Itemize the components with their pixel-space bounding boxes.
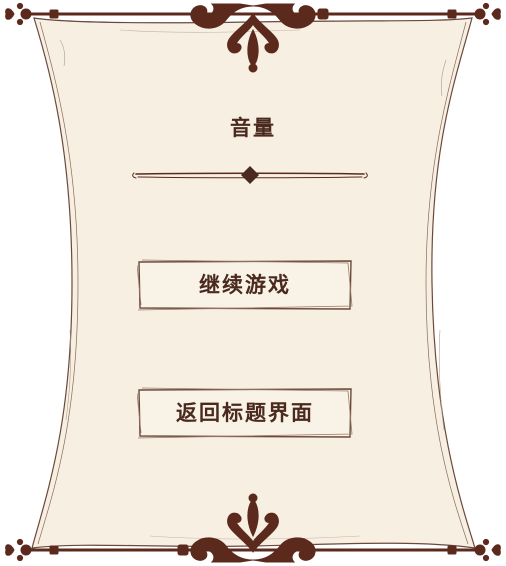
- volume-slider[interactable]: [130, 160, 370, 190]
- flourish-scroll-icon: [190, 3, 316, 73]
- flourish-scroll-icon: [190, 493, 316, 563]
- continue-game-label: 继续游戏: [199, 273, 291, 297]
- diamond-icon[interactable]: [241, 166, 259, 184]
- continue-game-button[interactable]: 继续游戏: [137, 259, 353, 311]
- return-title-label: 返回标题界面: [176, 401, 314, 425]
- volume-label: 音量: [230, 116, 276, 140]
- return-title-button[interactable]: 返回标题界面: [137, 387, 353, 439]
